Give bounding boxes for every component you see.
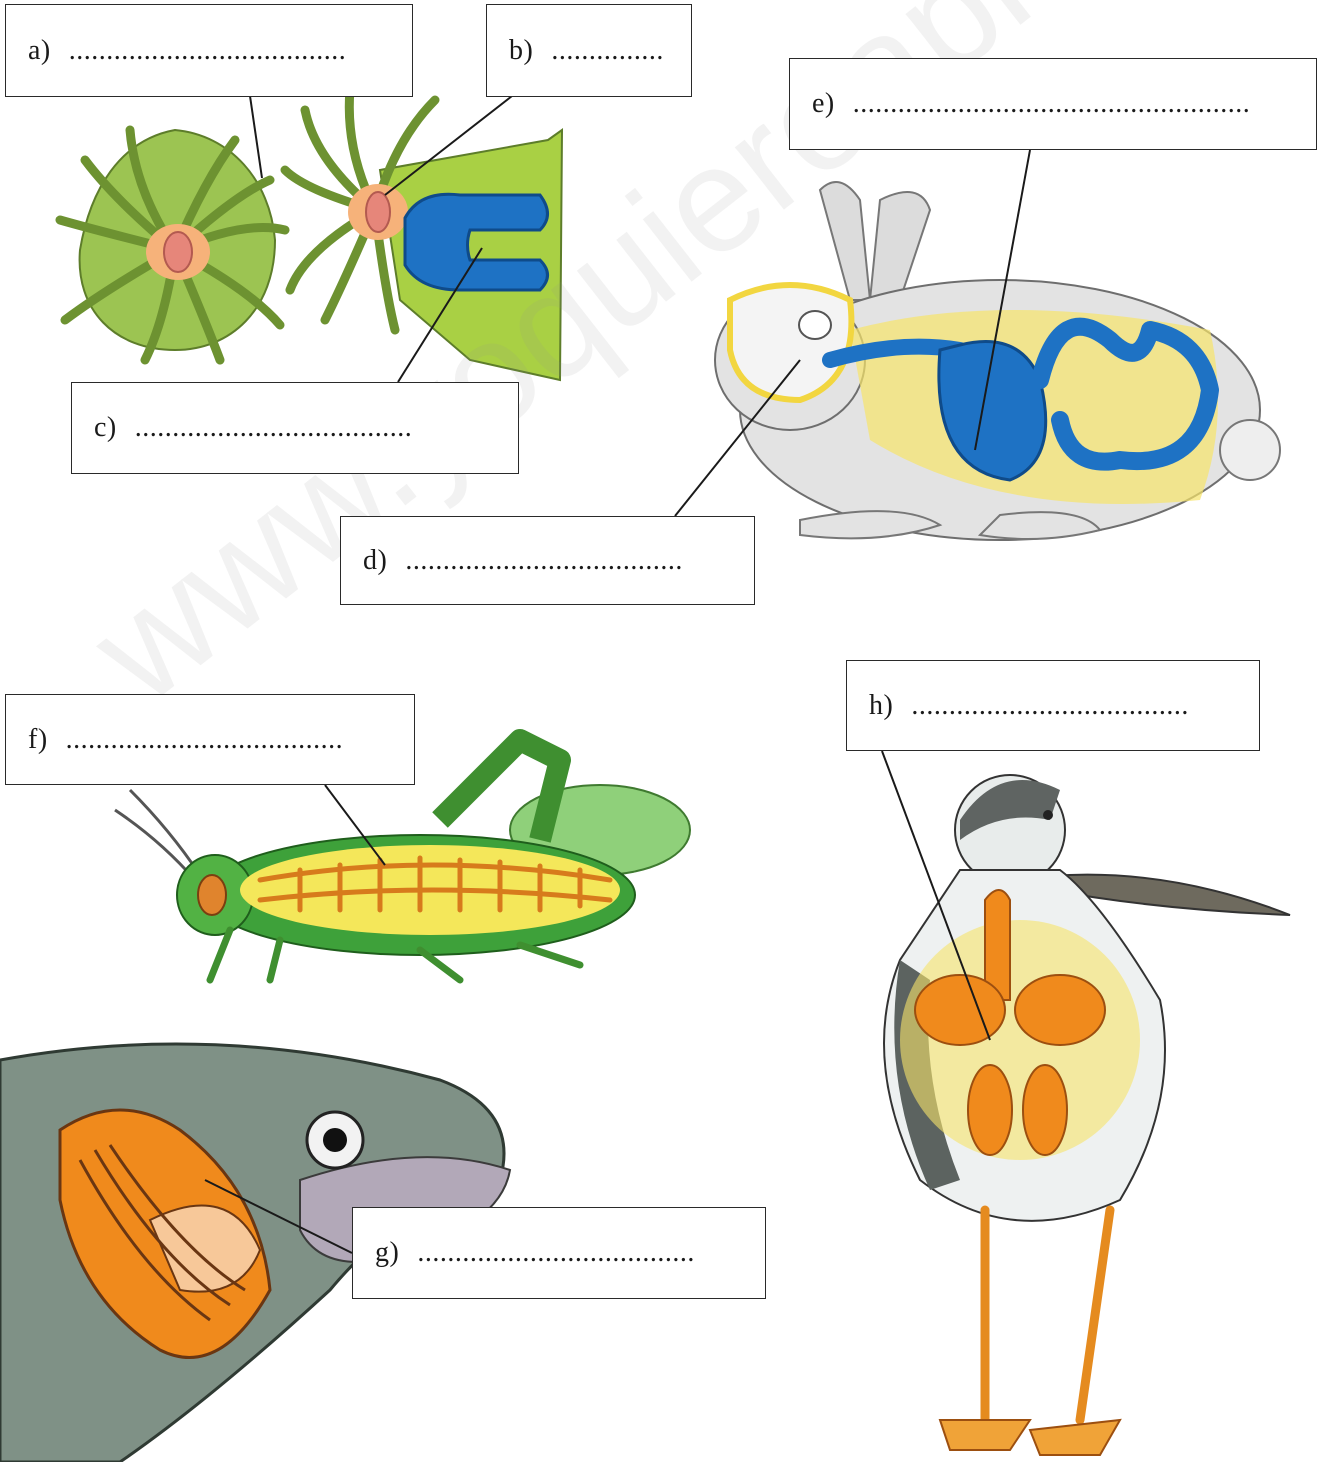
label-letter-g: g) xyxy=(375,1237,399,1269)
label-letter-e: e) xyxy=(812,88,835,120)
label-blank-a: ..................................... xyxy=(69,35,347,67)
bird xyxy=(884,775,1290,1455)
label-blank-e: ........................................… xyxy=(853,88,1251,120)
label-letter-h: h) xyxy=(869,690,893,722)
label-letter-f: f) xyxy=(28,724,48,756)
label-blank-f: ..................................... xyxy=(66,724,344,756)
label-blank-b: ............... xyxy=(551,35,664,67)
label-box-h[interactable]: h) ..................................... xyxy=(846,660,1260,751)
label-letter-a: a) xyxy=(28,35,51,67)
leader-line-a xyxy=(250,96,262,178)
label-blank-h: ..................................... xyxy=(911,690,1189,722)
label-letter-b: b) xyxy=(509,35,533,67)
label-blank-c: ..................................... xyxy=(135,412,413,444)
label-box-c[interactable]: c) ..................................... xyxy=(71,382,519,474)
label-box-d[interactable]: d) ..................................... xyxy=(340,516,755,605)
label-letter-d: d) xyxy=(363,545,387,577)
label-letter-c: c) xyxy=(94,412,117,444)
label-box-b[interactable]: b) ............... xyxy=(486,4,692,97)
label-box-a[interactable]: a) ..................................... xyxy=(5,4,413,97)
label-blank-g: ..................................... xyxy=(417,1237,695,1269)
sea-anemone-left xyxy=(60,130,285,360)
label-box-f[interactable]: f) ..................................... xyxy=(5,694,415,785)
label-box-g[interactable]: g) ..................................... xyxy=(352,1207,766,1299)
label-blank-d: ..................................... xyxy=(405,545,683,577)
sea-anemone-right xyxy=(285,90,562,380)
label-box-e[interactable]: e) .....................................… xyxy=(789,58,1317,150)
